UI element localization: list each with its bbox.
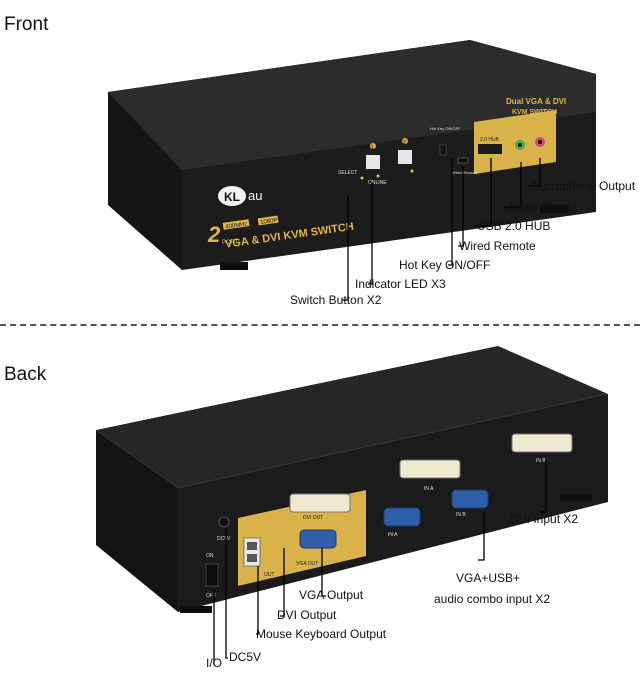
front-leader-lines: [342, 158, 541, 301]
callout-switch-button: Switch Button X2: [290, 293, 382, 307]
front-device-top-edge: [108, 40, 596, 170]
callout-wired-remote: Wired Remote: [459, 239, 536, 253]
panel-right-line1: Dual VGA & DVI: [506, 97, 566, 106]
panel-left-number: 2: [207, 222, 221, 247]
brand-logo: KL au: [218, 186, 262, 206]
callout-indicator-led: Indicator LED X3: [355, 277, 446, 291]
audio-output-jack-hole: [518, 143, 522, 147]
hotkey-label: Hot Key ON/OFF: [430, 126, 461, 131]
vga-output-port[interactable]: [299, 529, 337, 549]
off-label: OFF: [206, 593, 216, 599]
button-2-number: 2: [403, 140, 406, 146]
select-label: SELECT: [338, 170, 357, 176]
vga-input-b-label: IN B: [456, 512, 466, 518]
button-1-number-badge: [370, 143, 376, 149]
vga-out-label: VGA OUT: [296, 561, 318, 567]
back-foot-right: [560, 494, 592, 501]
dvi-input-port-b[interactable]: [511, 433, 573, 453]
indicator-led-3: [410, 169, 414, 173]
indicator-led-1: [360, 176, 364, 180]
out-label: OUT: [264, 572, 275, 578]
callout-mouse-keyboard-output: Mouse Keyboard Output: [256, 627, 387, 641]
callout-dvi-input: DVI Input X2: [510, 512, 579, 526]
callout-hot-key: Hot Key ON/OFF: [399, 258, 491, 272]
wired-remote-port[interactable]: [457, 157, 469, 164]
dvi-output-port[interactable]: [289, 493, 351, 513]
switch-button-2[interactable]: [398, 150, 412, 164]
brand-logo-letters: KL: [224, 190, 240, 204]
dc5v-port[interactable]: [218, 516, 230, 528]
vga-input-a-label: IN A: [388, 532, 398, 538]
usb-hub-port[interactable]: [478, 144, 502, 154]
panel-right-line2: KVM SWITCH: [512, 109, 557, 116]
callout-usb-hub: USB 2.0 HUB: [477, 219, 551, 233]
panel-left-port: PORT: [222, 240, 239, 246]
back-leader-lines: [213, 460, 547, 665]
back-section-title: Back: [4, 364, 47, 385]
microphone-output-jack-hole: [538, 140, 542, 144]
front-foot-right: [540, 205, 568, 213]
front-section-title: Front: [4, 14, 49, 35]
button-1-number: 1: [371, 145, 374, 151]
front-gold-panel: [474, 110, 556, 174]
dc-label: DC5V: [217, 536, 231, 542]
back-device-top: [96, 346, 608, 488]
hotkey-switch[interactable]: [439, 144, 447, 156]
switch-button-1[interactable]: [366, 155, 380, 169]
indicator-led-2: [376, 174, 380, 178]
dvi-out-label: DVI OUT: [303, 515, 323, 521]
back-device-left-side: [96, 430, 178, 612]
usb-port-top: [247, 542, 257, 550]
power-switch[interactable]: [205, 563, 219, 587]
vga-input-port-b[interactable]: [451, 489, 489, 509]
spec-badge-2-bg: [257, 215, 279, 226]
dvi-input-port-a[interactable]: [399, 459, 461, 479]
callout-audio-output: Audio Output: [507, 200, 578, 214]
brand-logo-suffix: au: [248, 188, 262, 203]
spec-badge-1-bg: [222, 219, 250, 230]
callout-dc5v: DC5V: [229, 650, 262, 664]
callout-io: I/O: [206, 656, 223, 670]
callout-vga-usb-audio-line1: VGA+USB+: [456, 571, 521, 585]
front-foot-left: [220, 262, 248, 270]
on-label: ON: [206, 553, 214, 559]
spec-badge-2: 1080P: [260, 218, 278, 226]
callout-vga-usb-audio-line2: audio combo input X2: [434, 592, 551, 606]
button-2-number-badge: [402, 138, 408, 144]
back-foot-left: [180, 606, 212, 613]
callout-microphone-output: Microphone Output: [533, 179, 636, 193]
callout-dvi-output: DVI Output: [277, 608, 337, 622]
spec-badge-1: 400MHz: [225, 221, 248, 230]
callout-vga-output: VGA Output: [299, 588, 364, 602]
online-label: ONLINE: [368, 180, 387, 186]
dvi-input-a-label: IN A: [424, 486, 434, 492]
wired-remote-label: Wired Remote: [452, 170, 478, 175]
dvi-input-b-label: IN B: [536, 458, 546, 464]
vga-input-port-a[interactable]: [383, 507, 421, 527]
section-divider: [0, 324, 640, 326]
front-device-side: [108, 92, 182, 270]
usb-port-bottom: [247, 554, 257, 562]
usb-hub-label: 2.0 HUB: [480, 137, 500, 143]
